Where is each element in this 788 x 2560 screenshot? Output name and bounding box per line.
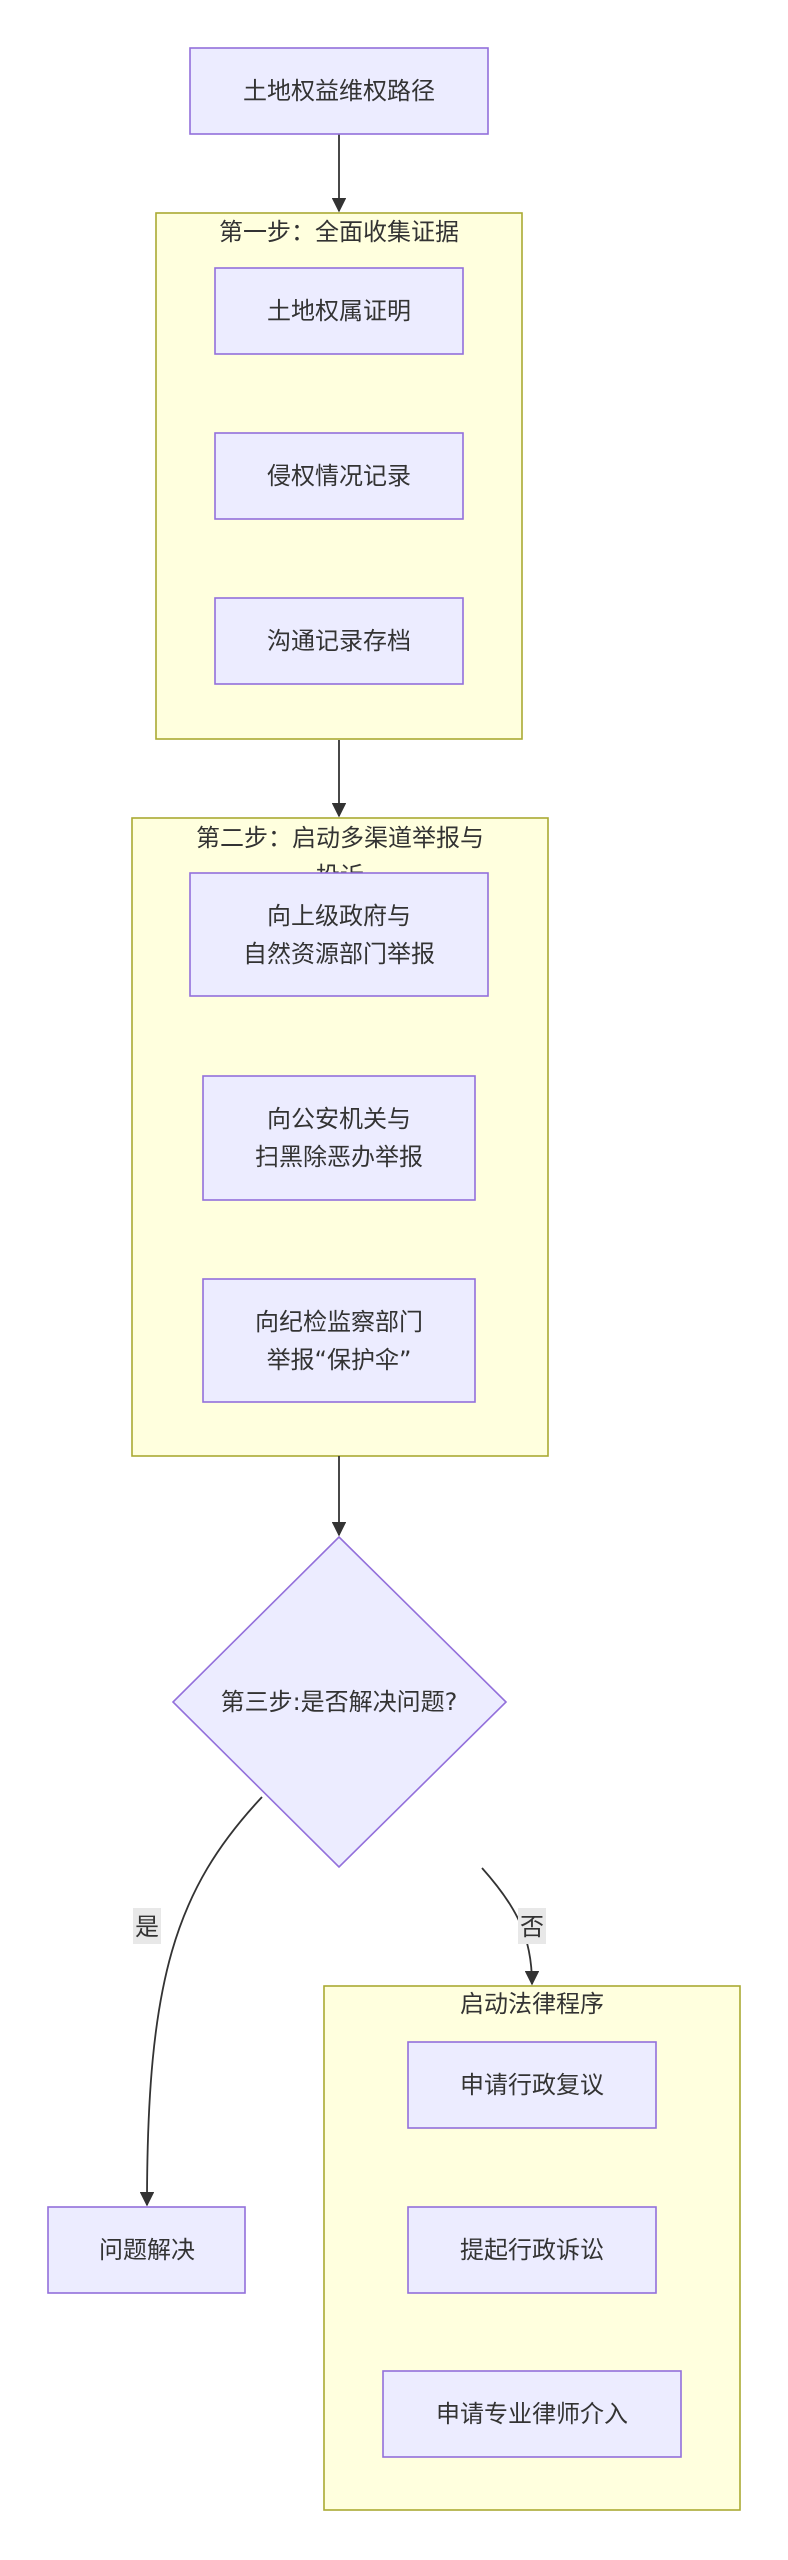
svg-text:沟通记录存档: 沟通记录存档 <box>267 627 411 655</box>
node-decision[interactable]: 第三步:是否解决问题? <box>171 1535 508 1869</box>
svg-text:自然资源部门举报: 自然资源部门举报 <box>243 940 435 968</box>
svg-text:第三步:是否解决问题?: 第三步:是否解决问题? <box>221 1688 458 1716</box>
edge-decision-yes <box>139 1796 263 2207</box>
edge-label-yes: 是 <box>133 1908 161 1944</box>
node-admin-review[interactable]: 申请行政复议 <box>407 2041 657 2129</box>
node-report-police[interactable]: 向公安机关与 扫黑除恶办举报 <box>202 1075 476 1201</box>
svg-text:土地权属证明: 土地权属证明 <box>267 297 411 325</box>
svg-text:向公安机关与: 向公安机关与 <box>267 1105 411 1133</box>
svg-text:申请行政复议: 申请行政复议 <box>460 2071 604 2099</box>
svg-text:申请专业律师介入: 申请专业律师介入 <box>436 2400 628 2428</box>
node-lawyer[interactable]: 申请专业律师介入 <box>382 2370 682 2458</box>
node-admin-lawsuit[interactable]: 提起行政诉讼 <box>407 2206 657 2294</box>
svg-text:土地权益维权路径: 土地权益维权路径 <box>243 77 435 105</box>
svg-text:侵权情况记录: 侵权情况记录 <box>267 462 411 490</box>
svg-text:向上级政府与: 向上级政府与 <box>267 902 411 930</box>
cluster-step1-title: 第一步：全面收集证据 <box>219 218 459 246</box>
cluster-step2-title-line1: 第二步：启动多渠道举报与 <box>196 824 484 852</box>
node-start[interactable]: 土地权益维权路径 <box>189 47 489 135</box>
node-report-discipline[interactable]: 向纪检监察部门 举报“保护伞” <box>202 1278 476 1403</box>
node-comm-archive[interactable]: 沟通记录存档 <box>214 597 464 685</box>
node-land-cert[interactable]: 土地权属证明 <box>214 267 464 355</box>
svg-text:提起行政诉讼: 提起行政诉讼 <box>460 2236 604 2264</box>
svg-text:扫黑除恶办举报: 扫黑除恶办举报 <box>255 1143 423 1171</box>
svg-text:举报“保护伞”: 举报“保护伞” <box>267 1346 412 1374</box>
node-resolved[interactable]: 问题解决 <box>47 2206 246 2294</box>
cluster-legal-title: 启动法律程序 <box>460 1990 604 2018</box>
svg-text:向纪检监察部门: 向纪检监察部门 <box>255 1308 423 1336</box>
node-infringe-record[interactable]: 侵权情况记录 <box>214 432 464 520</box>
svg-text:问题解决: 问题解决 <box>99 2236 195 2264</box>
svg-text:否: 否 <box>520 1913 544 1941</box>
svg-text:是: 是 <box>135 1913 159 1941</box>
edge-label-no: 否 <box>518 1908 546 1944</box>
node-report-gov[interactable]: 向上级政府与 自然资源部门举报 <box>189 872 489 997</box>
